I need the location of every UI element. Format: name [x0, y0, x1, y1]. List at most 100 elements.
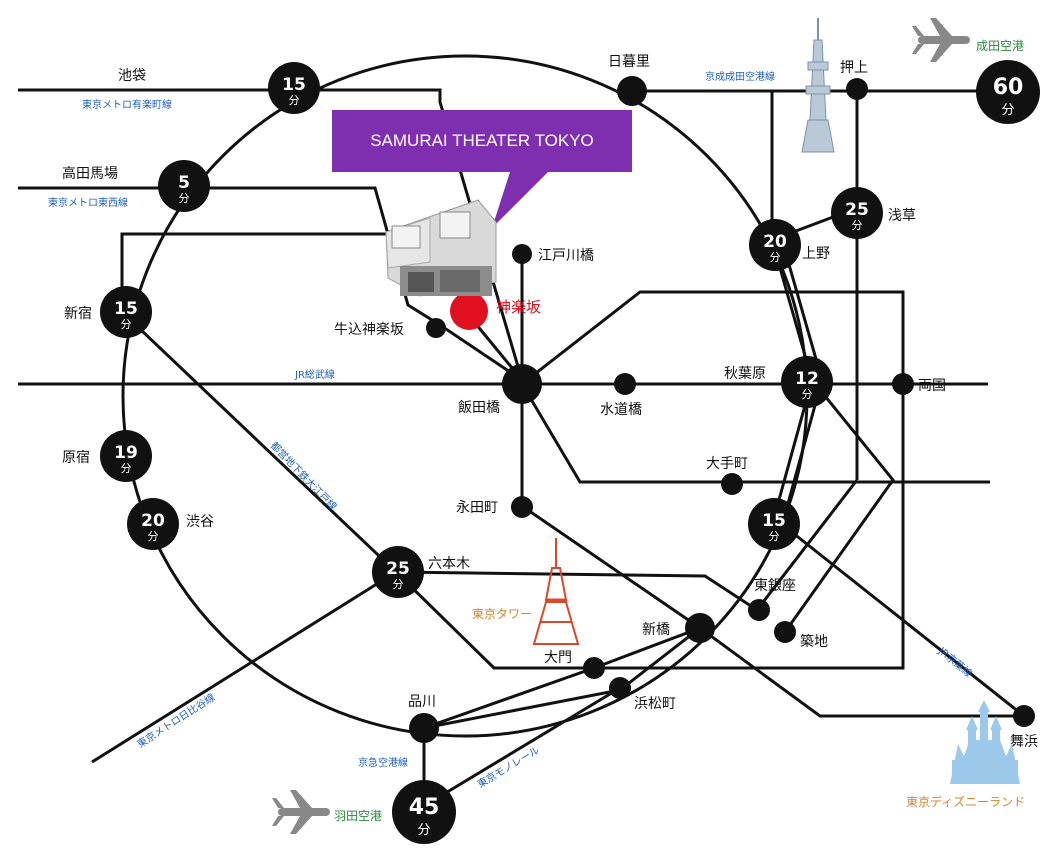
minute-badges: 15 分 5 分 15 分 19 分 20 分 25 分 — [100, 60, 1040, 844]
label-nippori: 日暮里 — [608, 54, 650, 70]
theater-label: SAMURAI THEATER TOKYO — [370, 131, 594, 150]
badge-harajuku-num: 19 — [114, 443, 138, 463]
theater-building-image — [385, 199, 497, 297]
line-oedo-diag — [120, 310, 398, 574]
line-oedo-west — [120, 232, 405, 312]
line-monorail — [423, 686, 621, 808]
label-monorail: 東京モノレール — [475, 743, 542, 790]
line-nagata-shimbashi — [521, 504, 1024, 718]
badge-ueno-unit: 分 — [770, 251, 781, 264]
station-dots — [409, 76, 1035, 743]
label-harajuku: 原宿 — [62, 449, 90, 466]
label-tozai: 東京メトロ東西線 — [48, 196, 128, 209]
badge-ikebukuro-num: 15 — [282, 75, 306, 95]
badge-shibuya: 20 分 — [127, 498, 179, 550]
label-asakusa: 浅草 — [888, 208, 916, 224]
label-higashiginza: 東銀座 — [754, 578, 796, 594]
station-dot-ushigome — [426, 318, 446, 338]
station-dot-shinagawa — [409, 713, 439, 743]
badge-tsukiji-area: 15 分 — [748, 498, 800, 550]
station-dot-daimon — [583, 657, 605, 679]
badge-shibuya-unit: 分 — [148, 530, 159, 543]
badge-roppongi-num: 25 — [386, 559, 410, 579]
line-otemachi — [520, 383, 990, 484]
label-akihabara: 秋葉原 — [724, 366, 766, 382]
label-sobu: JR総武線 — [294, 368, 335, 381]
label-iidabashi: 飯田橋 — [458, 399, 500, 416]
label-kagurazaka: 神楽坂 — [496, 298, 541, 316]
label-hamamatsucho: 浜松町 — [634, 696, 676, 712]
station-dot-otemachi — [721, 473, 743, 495]
badge-narita: 60 分 — [976, 60, 1040, 124]
station-dot-suidobashi — [614, 373, 636, 395]
station-dot-iidabashi — [502, 364, 542, 404]
badge-ikebukuro: 15 分 — [268, 62, 320, 114]
badge-tsukiji-area-num: 15 — [762, 511, 786, 531]
badge-ueno-num: 20 — [763, 232, 787, 252]
badge-haneda-unit: 分 — [417, 823, 430, 838]
station-labels: 池袋 高田馬場 新宿 原宿 渋谷 六本木 品川 大門 浜松町 新橋 東銀座 築地… — [62, 54, 1038, 750]
label-keisei: 京成成田空港線 — [705, 70, 775, 83]
badge-asakusa-unit: 分 — [852, 219, 863, 232]
badge-haneda-num: 45 — [409, 795, 440, 820]
theater-label-box — [332, 110, 632, 172]
label-ushigome: 牛込神楽坂 — [334, 322, 404, 338]
station-dot-maihama — [1013, 705, 1035, 727]
label-shinagawa: 品川 — [408, 694, 436, 710]
badge-roppongi: 25 分 — [372, 546, 424, 598]
airplane-icon-haneda — [272, 790, 330, 834]
line-roppongi-east — [395, 570, 758, 612]
badge-asakusa: 25 分 — [831, 187, 883, 239]
label-ueno: 上野 — [802, 246, 830, 262]
label-haneda: 羽田空港 — [334, 809, 382, 823]
theater-callout-pointer — [492, 172, 548, 228]
badge-narita-unit: 分 — [1001, 103, 1014, 118]
badge-takadanobaba-unit: 分 — [179, 192, 190, 205]
label-narita: 成田空港 — [976, 39, 1024, 53]
badge-asakusa-num: 25 — [845, 200, 869, 220]
kagurazaka-dot — [450, 292, 488, 330]
station-dot-shimbashi — [685, 613, 715, 643]
label-shimbashi: 新橋 — [642, 622, 670, 638]
label-ryogoku: 両国 — [918, 378, 946, 394]
badge-takadanobaba: 5 分 — [158, 160, 210, 212]
tokyo-skytree-icon — [801, 18, 835, 153]
label-tsukiji: 築地 — [800, 634, 828, 650]
badge-tsukiji-area-unit: 分 — [769, 530, 780, 543]
station-dot-nippori — [617, 76, 647, 106]
label-oshiage: 押上 — [840, 60, 868, 76]
station-dot-ryogoku — [892, 373, 914, 395]
badge-harajuku: 19 分 — [100, 430, 152, 482]
label-tokyo-tower: 東京タワー — [472, 607, 532, 621]
line-ryogoku — [394, 290, 905, 670]
station-dot-tsukiji — [774, 621, 796, 643]
line-hibiya — [91, 570, 397, 764]
line-akihabara-tsukiji — [783, 379, 895, 633]
line-keiyo — [773, 516, 1025, 718]
label-yurakucho: 東京メトロ有楽町線 — [82, 98, 172, 111]
badge-akihabara: 12 分 — [781, 356, 833, 408]
airplane-icon-narita — [912, 18, 970, 62]
label-shinjuku: 新宿 — [64, 305, 92, 322]
badge-ueno: 20 分 — [749, 219, 801, 271]
badge-shibuya-num: 20 — [141, 511, 165, 531]
label-maihama: 舞浜 — [1010, 734, 1038, 750]
label-takadanobaba: 高田馬場 — [62, 165, 118, 182]
line-tozai — [18, 186, 523, 382]
badge-shinjuku: 15 分 — [100, 286, 152, 338]
label-daimon: 大門 — [544, 650, 572, 666]
label-edogawabashi: 江戸川橋 — [538, 248, 594, 264]
badge-ikebukuro-unit: 分 — [289, 94, 300, 107]
theater-callout: SAMURAI THEATER TOKYO — [332, 110, 632, 228]
station-dot-nagatacho — [511, 496, 533, 518]
label-shibuya: 渋谷 — [186, 514, 214, 530]
label-roppongi: 六本木 — [428, 556, 470, 572]
badge-haneda: 45 分 — [392, 780, 456, 844]
badge-shinjuku-num: 15 — [114, 299, 138, 319]
station-dot-higashiginza — [748, 599, 770, 621]
label-keikyu: 京急空港線 — [358, 756, 408, 769]
badge-roppongi-unit: 分 — [393, 578, 404, 591]
disneyland-castle-icon — [950, 700, 1020, 784]
label-ikebukuro: 池袋 — [118, 68, 146, 84]
